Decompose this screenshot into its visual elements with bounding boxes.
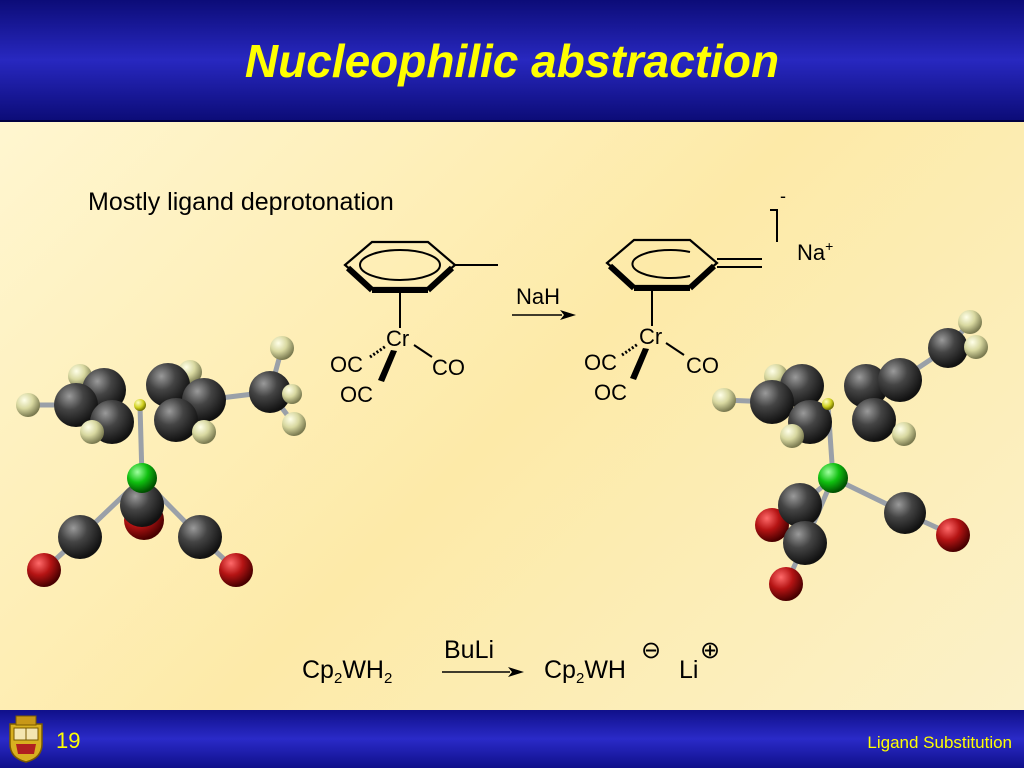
ball-stick-model-right xyxy=(712,310,988,601)
hydride-charge-symbol: ⊖ xyxy=(641,637,662,664)
buli-reagent: BuLi xyxy=(444,636,495,664)
toluene-chromium-structure xyxy=(343,240,498,382)
na-counterion: Na+ xyxy=(797,238,834,265)
reaction-arrow-2 xyxy=(442,667,524,677)
slide-number: 19 xyxy=(56,728,81,753)
cp2wh2-reactant: Cp2WH2 xyxy=(302,656,393,687)
ball-stick-model-left xyxy=(16,336,306,587)
benzyl-anion-structure xyxy=(605,209,778,380)
left-co-label: CO xyxy=(432,355,465,380)
slide-subtitle: Mostly ligand deprotonation xyxy=(88,188,394,216)
li-charge-symbol: ⊕ xyxy=(700,637,721,664)
slide-header: Nucleophilic abstraction xyxy=(0,0,1024,122)
slide-title: Nucleophilic abstraction xyxy=(244,35,780,87)
slide-footer: 19 Ligand Substitution xyxy=(0,710,1024,768)
cp2wh-product: Cp2WH xyxy=(544,656,626,687)
nah-reagent: NaH xyxy=(516,284,561,309)
right-co-label: CO xyxy=(686,353,719,378)
reaction-arrow-1 xyxy=(512,310,576,320)
left-oc-label: OC xyxy=(330,352,363,377)
footer-title: Ligand Substitution xyxy=(867,733,1012,752)
left-oc-bottom-label: OC xyxy=(340,382,373,407)
left-cr-label: Cr xyxy=(386,326,410,351)
right-cr-label: Cr xyxy=(639,324,663,349)
right-oc-label: OC xyxy=(584,350,617,375)
right-oc-bottom-label: OC xyxy=(594,380,627,405)
li-counterion: Li xyxy=(679,656,699,684)
university-crest-icon xyxy=(9,715,43,763)
anion-charge: - xyxy=(780,186,786,206)
